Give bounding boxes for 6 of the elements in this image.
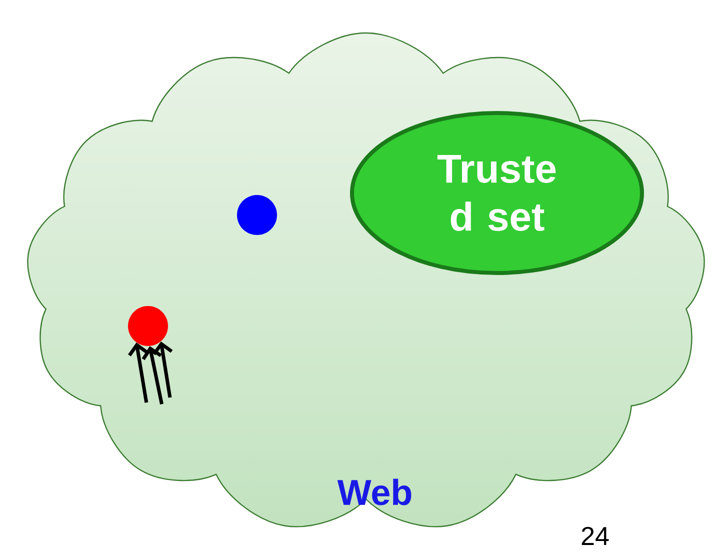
page-number: 24 [582,526,609,545]
dot [237,195,277,235]
arrow [128,342,148,403]
arrow [142,346,164,404]
dot [128,306,168,346]
arrow [152,341,173,398]
